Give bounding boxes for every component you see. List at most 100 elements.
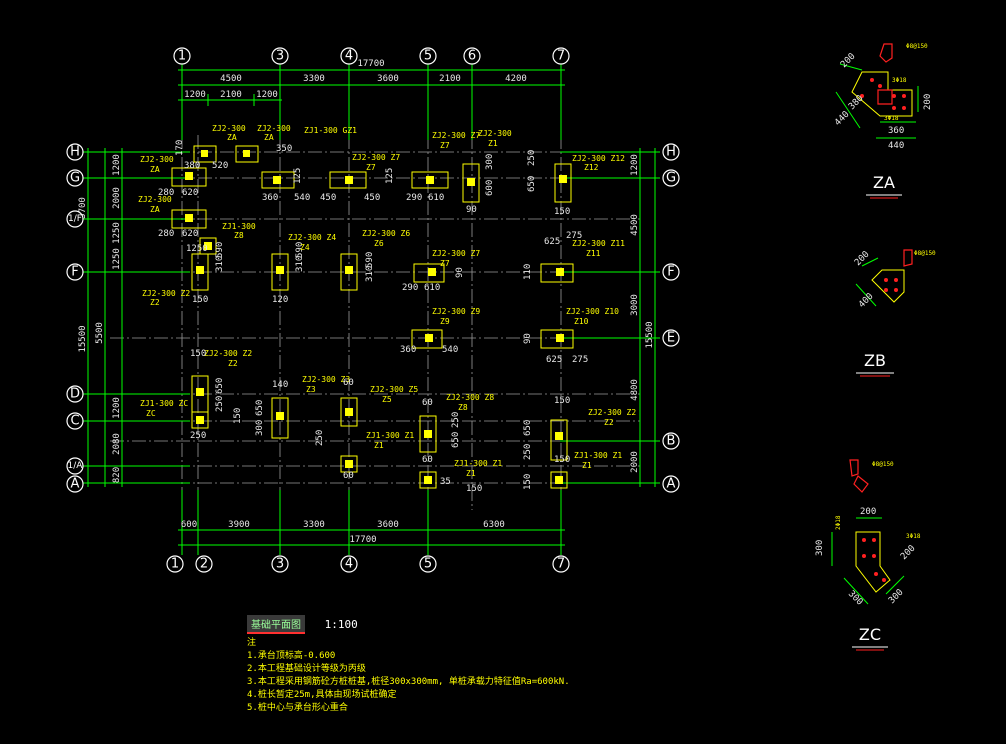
axis-left-1A: 1/A xyxy=(68,461,84,471)
note-heading: 注 xyxy=(247,638,257,648)
cap-dim-26: 275 xyxy=(572,355,588,365)
cap-dim-15: 620 xyxy=(182,229,198,239)
za-stirrup: Φ8@150 xyxy=(906,43,928,50)
cap-dim-49: 250 xyxy=(215,396,225,412)
cap-tag-24: Z1 xyxy=(466,469,476,478)
cap-tag-16: Z10 xyxy=(574,317,589,326)
za-dim-440b: 440 xyxy=(888,141,904,151)
cap-tags: ZA ZA ZA ZA Z8 Z2 Z4 Z6 Z7 Z7 Z1 Z12 Z7 … xyxy=(146,133,614,478)
cap-label-z11: ZJ2-300 Z11 xyxy=(572,239,625,248)
za-dim-440: 440 xyxy=(833,110,852,129)
axis-left-G: G xyxy=(70,171,80,186)
za-rebar-1: 3Φ18 xyxy=(892,77,907,84)
cap-label-za-4: ZJ2-300 xyxy=(138,195,172,204)
cap-tag-19: Z5 xyxy=(382,395,392,404)
cap-dim-23: 360 xyxy=(400,345,416,355)
dim-top-sub-1: 1200 xyxy=(184,90,206,100)
zc-dim-200b: 200 xyxy=(899,544,918,563)
cap-label-za-3: ZJ2-300 xyxy=(140,155,174,164)
cap-dim-55: 650 xyxy=(451,432,461,448)
axis-left-A: A xyxy=(71,477,80,492)
cap-dim-11: 610 xyxy=(428,193,444,203)
cap-label-z4: ZJ2-300 Z4 xyxy=(288,233,336,242)
cap-label-z2b: ZJ2-300 Z2 xyxy=(204,349,252,358)
dim-right-5: 2000 xyxy=(630,451,640,473)
cap-label-z5: ZJ2-300 Z5 xyxy=(370,385,418,394)
note-5: 5.桩中心与承台形心重合 xyxy=(247,703,348,713)
cap-label-z7c: ZJ2-300 Z7 xyxy=(432,249,480,258)
cap-tag-15: Z9 xyxy=(440,317,450,326)
cap-dim-54: 250 xyxy=(451,412,461,428)
cap-tag-9: Z7 xyxy=(366,163,376,172)
za-rebar-2: 3Φ18 xyxy=(884,115,899,122)
dim-bottom-5: 6300 xyxy=(483,520,505,530)
dim-left-7: 2080 xyxy=(112,433,122,455)
cap-dim-57: 250 xyxy=(523,444,533,460)
cap-dim-28: 250 xyxy=(190,431,206,441)
cap-dim-32: 150 xyxy=(554,396,570,406)
axis-top-3: 3 xyxy=(276,49,284,64)
cap-label-z8b: ZJ2-300 Z8 xyxy=(446,393,494,402)
detail-za: 200 380 440 360 440 200 3Φ18 3Φ18 Φ8@150… xyxy=(833,43,933,199)
note-1: 1.承台顶标高-0.600 xyxy=(247,651,336,661)
notes-block: 基础平面图 1:100 注 1.承台顶标高-0.600 2.本工程基础设计等级为… xyxy=(247,613,807,715)
cap-tag-1: ZA xyxy=(227,133,237,142)
cap-dim-12: 90 xyxy=(466,205,477,215)
cap-tag-4: ZA xyxy=(150,205,160,214)
axis-top-7: 7 xyxy=(557,49,565,64)
cap-dim-24: 540 xyxy=(442,345,458,355)
dim-left-6: 1200 xyxy=(112,397,122,419)
cap-dim-50: 150 xyxy=(233,408,243,424)
axis-right-H: H xyxy=(666,145,676,160)
dim-right-4: 4800 xyxy=(630,379,640,401)
left-dimensions: 5700 15500 1200 2000 1250 1250 5500 1200… xyxy=(78,148,190,487)
dim-bottom-4: 3600 xyxy=(377,520,399,530)
cap-dim-1: 380 xyxy=(184,161,200,171)
detail-zb-title: ZB xyxy=(864,351,886,370)
zc-dim-200: 200 xyxy=(860,507,876,517)
cap-dim-14: 280 xyxy=(158,229,174,239)
cap-dim-61: 90 xyxy=(523,333,533,344)
dim-bottom-3: 3300 xyxy=(303,520,325,530)
cap-dim-17: 150 xyxy=(192,295,208,305)
axis-left-C: C xyxy=(70,414,79,429)
detail-zb: 200 400 Φ8@150 ZB xyxy=(853,249,936,377)
cap-label-z1b: ZJ1-300 Z1 xyxy=(366,431,414,440)
axis-bottom-1: 1 xyxy=(171,557,179,572)
cap-dim-51: 300 xyxy=(255,420,265,436)
zc-dim-300b: 300 xyxy=(846,589,865,608)
detail-zc: 200 300 300 200 300 3Φ18 2Φ18 Φ8@150 ZC xyxy=(815,459,921,651)
dim-right-1: 1200 xyxy=(630,154,640,176)
cap-tag-21: Z2 xyxy=(604,418,614,427)
cap-label-z1d: ZJ1-300 Z1 xyxy=(574,451,622,460)
dim-top-sub-2: 2100 xyxy=(220,90,242,100)
cap-label-za-2: ZJ2-300 xyxy=(257,124,291,133)
axis-top-5: 5 xyxy=(424,49,432,64)
zc-dim-300: 300 xyxy=(815,540,825,556)
pile-caps xyxy=(171,145,574,489)
cap-label-z10: ZJ2-300 Z10 xyxy=(566,307,619,316)
cap-tag-13: Z7 xyxy=(440,259,450,268)
cap-dim-19: 290 xyxy=(402,283,418,293)
cap-dim-37: 310 xyxy=(215,256,225,272)
axis-bubbles-right: H G F E B A xyxy=(662,143,680,493)
cap-dim-10: 290 xyxy=(406,193,422,203)
cap-dim-39: 310 xyxy=(295,256,305,272)
cap-dim-64: 150 xyxy=(466,484,482,494)
dim-right-3: 3000 xyxy=(630,294,640,316)
cap-dim-6: 360 xyxy=(262,193,278,203)
note-3: 3.本工程采用钢筋砼方桩桩基,桩径300x300mm, 单桩承载力特征值Ra=6… xyxy=(247,677,570,687)
dim-top-2: 3300 xyxy=(303,74,325,84)
dim-left-1: 1200 xyxy=(112,154,122,176)
za-dim-200b: 200 xyxy=(923,94,933,110)
cap-dim-22: 275 xyxy=(566,231,582,241)
cap-tag-12: Z12 xyxy=(584,163,599,172)
axis-bottom-4: 4 xyxy=(345,557,353,572)
dim-bottom-2: 3900 xyxy=(228,520,250,530)
cap-dim-5: 350 xyxy=(276,144,292,154)
axis-right-E: E xyxy=(667,331,675,346)
cap-dim-45: 250 xyxy=(527,150,537,166)
cap-dim-31: 60 xyxy=(422,398,433,408)
cap-tag-7: Z4 xyxy=(300,243,310,252)
cap-dim-62: 125 xyxy=(293,168,303,184)
